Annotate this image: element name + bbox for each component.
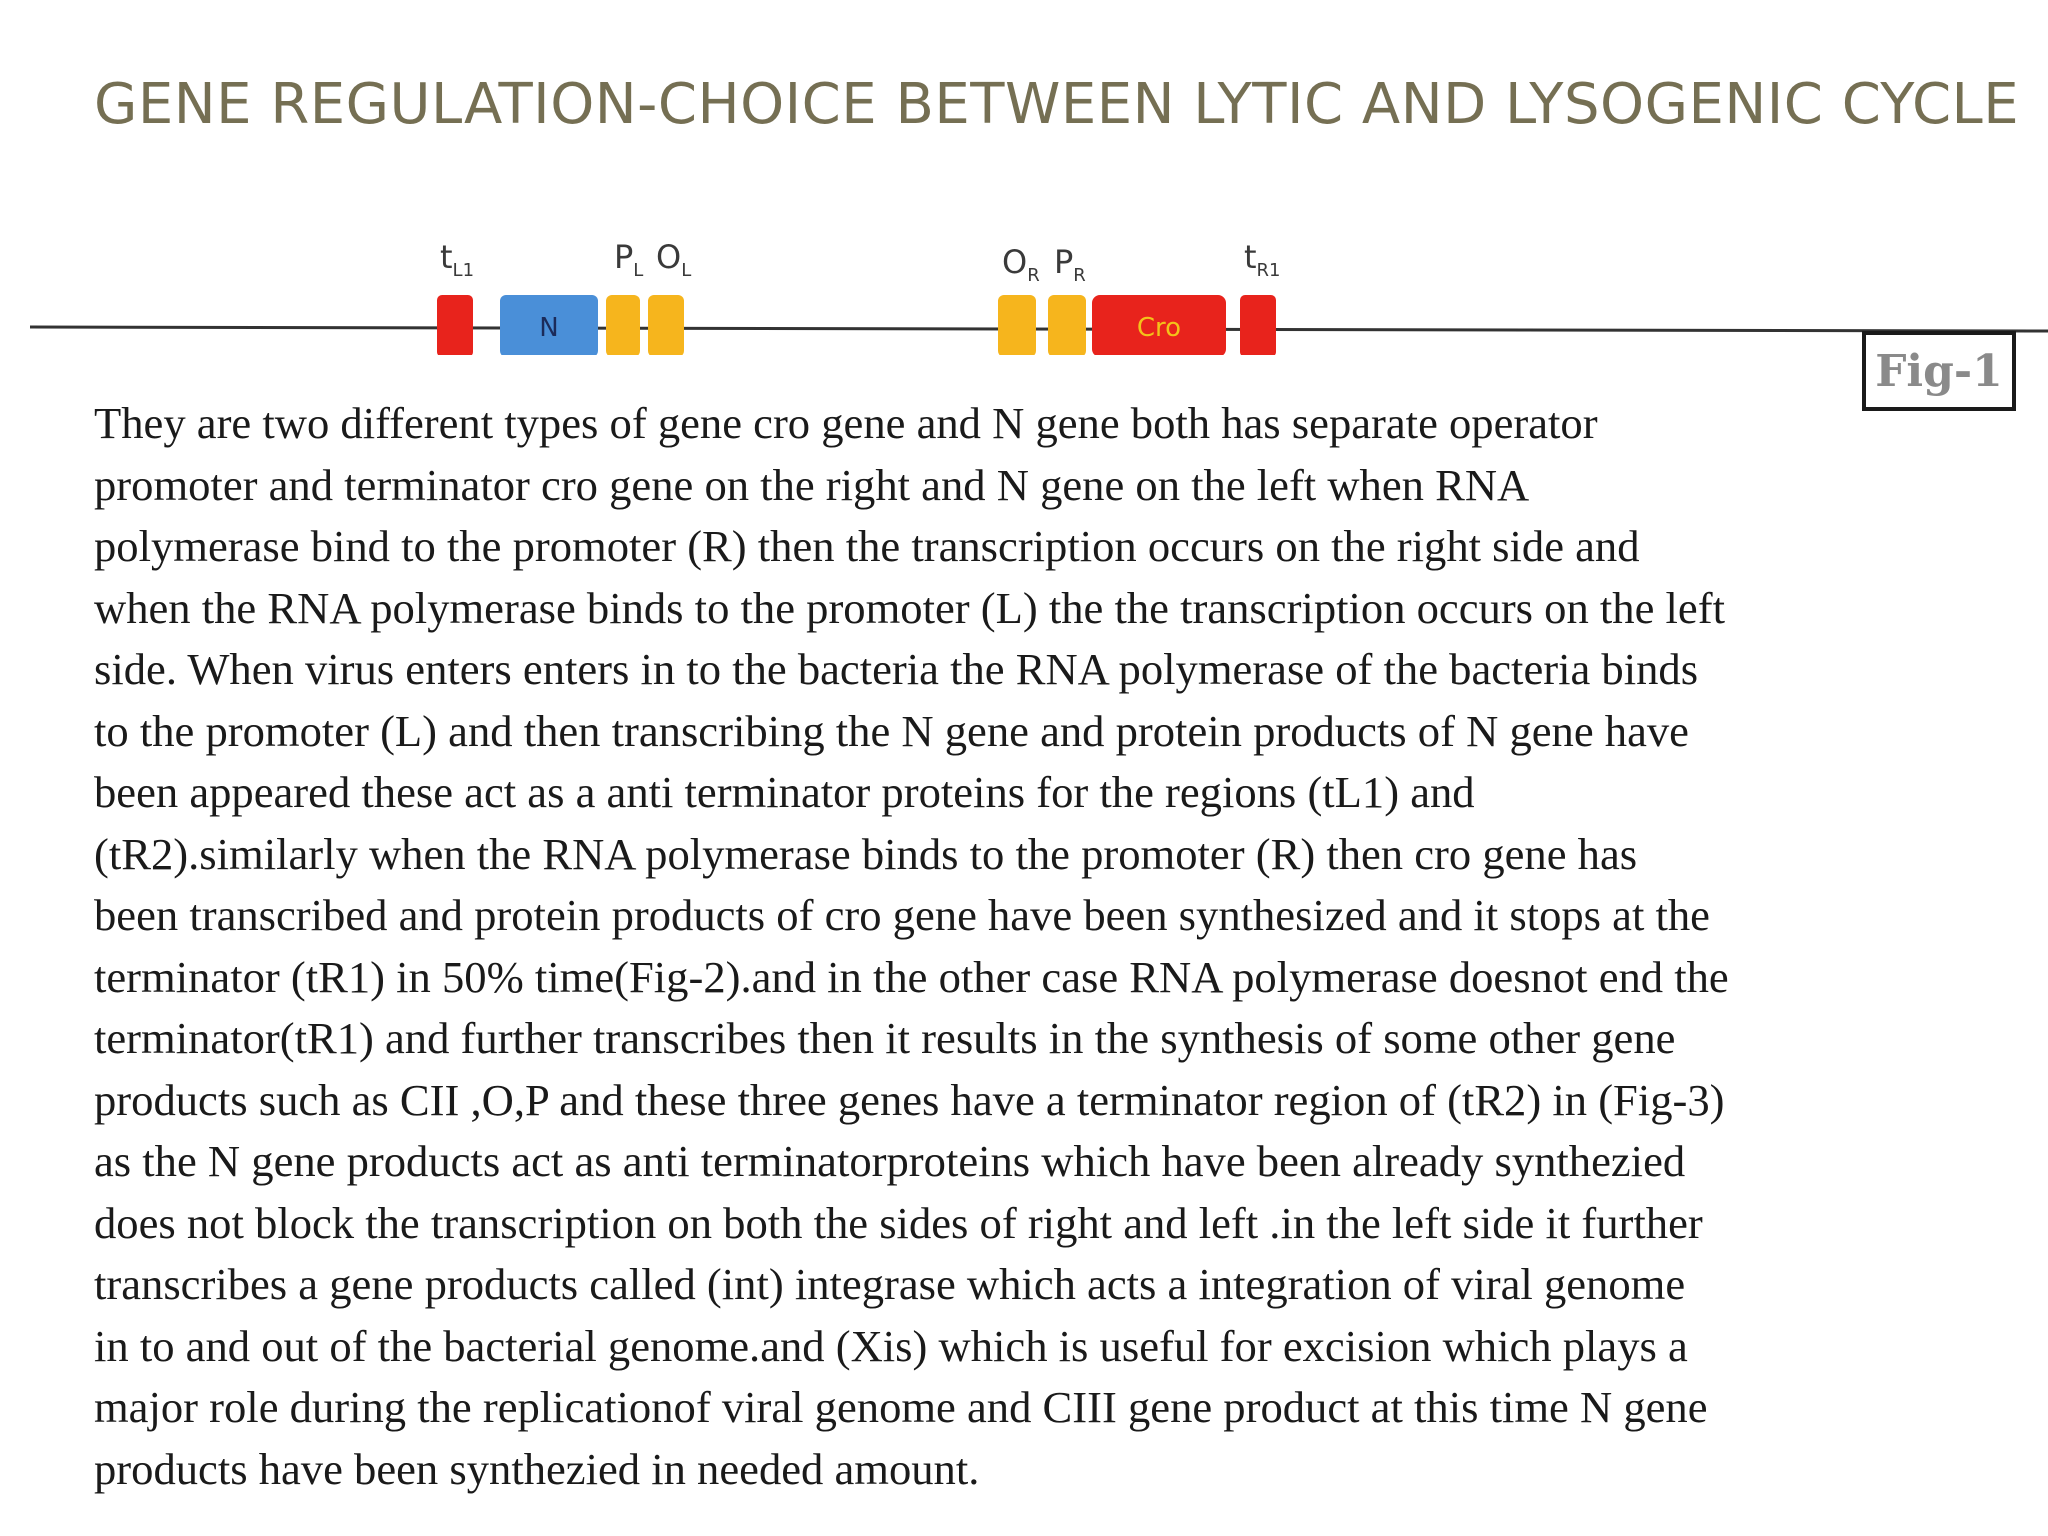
paragraph-line: products have been synthezied in needed … — [94, 1443, 980, 1494]
promoter-pl-label: PL — [614, 238, 643, 281]
n-gene-box — [500, 295, 598, 355]
dna-strand-line — [29, 325, 2048, 333]
cro-gene-label: Cro — [1137, 313, 1181, 343]
figure-label-box: Fig-1 — [1862, 331, 2016, 411]
paragraph-line: in to and out of the bacterial genome.an… — [94, 1320, 1688, 1371]
terminator-tr1-label: tR1 — [1244, 238, 1281, 281]
slide-title: GENE REGULATION-CHOICE BETWEEN LYTIC AND… — [94, 72, 2020, 137]
paragraph-line: when the RNA polymerase binds to the pro… — [94, 582, 1725, 633]
paragraph-line: products such as CII ,O,P and these thre… — [94, 1074, 1725, 1125]
paragraph-line: promoter and terminator cro gene on the … — [94, 459, 1530, 510]
operator-or-box — [998, 295, 1036, 355]
paragraph-line: (tR2).similarly when the RNA polymerase … — [94, 828, 1638, 879]
promoter-pr-label: PR — [1054, 243, 1086, 286]
paragraph-line: been transcribed and protein products of… — [94, 890, 1710, 940]
paragraph-line: terminator (tR1) in 50% time(Fig-2).and … — [94, 951, 1729, 1002]
paragraph-line: terminator(tR1) and further transcribes … — [94, 1013, 1676, 1063]
terminator-tl1-label: tL1 — [440, 238, 474, 281]
paragraph-line: side. When virus enters enters in to the… — [94, 644, 1699, 694]
gene-map-diagram: tL1 N PL OL OR PR Cro tR1 — [29, 238, 2048, 355]
n-gene-label: N — [539, 313, 558, 343]
paragraph-line: major role during the replicationof vira… — [94, 1382, 1708, 1432]
paragraph-line: been appeared these act as a anti termin… — [94, 767, 1475, 817]
paragraph-line: They are two different types of gene cro… — [94, 398, 1598, 448]
operator-ol-label: OL — [656, 238, 691, 281]
paragraph-line: as the N gene products act as anti termi… — [94, 1136, 1686, 1186]
terminator-tl1-box — [437, 295, 473, 355]
terminator-tr1-box — [1240, 295, 1276, 355]
operator-or-label: OR — [1002, 243, 1040, 286]
promoter-pl-box — [606, 295, 640, 355]
promoter-pr-box — [1048, 295, 1086, 355]
paragraph-line: does not block the transcription on both… — [94, 1197, 1703, 1248]
paragraph-line: polymerase bind to the promoter (R) then… — [94, 521, 1640, 571]
paragraph-line: transcribes a gene products called (int)… — [94, 1259, 1686, 1309]
body-paragraph: They are two different types of gene cro… — [94, 393, 1994, 1500]
operator-ol-box — [648, 295, 684, 355]
cro-gene-box — [1092, 295, 1226, 355]
paragraph-line: to the promoter (L) and then transcribin… — [94, 705, 1689, 756]
